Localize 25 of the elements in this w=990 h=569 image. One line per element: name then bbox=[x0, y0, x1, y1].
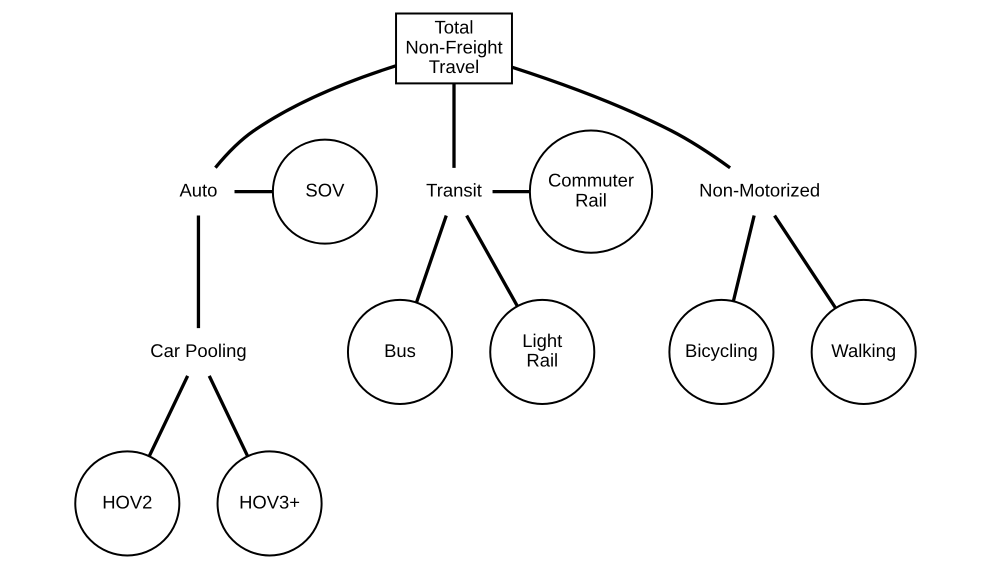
node-text: Auto bbox=[178, 179, 217, 200]
node-text: Non-Motorized bbox=[698, 179, 820, 200]
connector bbox=[452, 83, 456, 168]
connector bbox=[234, 190, 272, 194]
node-circle: HOV3+ bbox=[216, 450, 322, 556]
connector bbox=[731, 215, 756, 302]
connector bbox=[464, 214, 518, 307]
node-circle: HOV2 bbox=[74, 450, 180, 556]
connector bbox=[214, 64, 396, 169]
node-circle: Walking bbox=[810, 298, 916, 405]
connector bbox=[196, 216, 200, 328]
node-text: Car Pooling bbox=[150, 340, 246, 361]
connector bbox=[414, 215, 448, 303]
node-box: Total Non-Freight Travel bbox=[394, 12, 512, 84]
node-circle: Commuter Rail bbox=[528, 130, 653, 254]
node-circle: Bus bbox=[346, 298, 453, 405]
connector bbox=[207, 375, 248, 457]
node-circle: SOV bbox=[271, 138, 378, 245]
connector bbox=[772, 214, 836, 309]
node-circle: Bicycling bbox=[668, 298, 774, 405]
connector bbox=[492, 190, 530, 194]
connector bbox=[511, 66, 731, 170]
connector bbox=[147, 375, 189, 457]
node-circle: Light Rail bbox=[488, 298, 595, 405]
node-text: Transit bbox=[426, 179, 482, 200]
